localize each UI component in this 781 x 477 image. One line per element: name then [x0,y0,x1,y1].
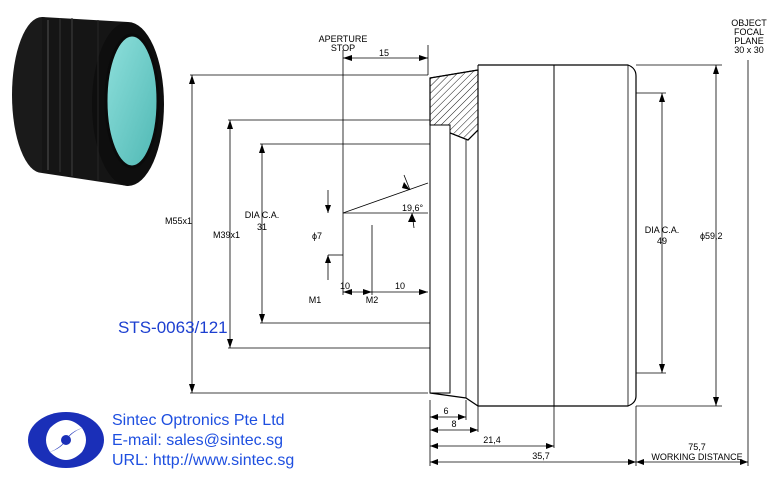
sintec-logo-icon [28,412,104,468]
dim-21-4: 21,4 [483,435,501,445]
company-email[interactable]: E-mail: sales@sintec.sg [112,432,283,449]
object-plane-label-2: FOCAL [734,27,764,37]
dim-10b: 10 [395,281,405,291]
object-plane-label-1: OBJECT [731,18,767,28]
dim-35-7: 35,7 [532,451,550,461]
dia-ca-left-label-2: 31 [257,222,267,232]
m1-label: M1 [309,295,322,305]
outline-left [190,45,430,394]
dim-15: 15 [379,48,389,58]
m55-label: M55x1 [165,216,192,226]
aperture-stop-label-2: STOP [331,43,355,53]
phi59-label: ϕ59,2 [700,231,723,241]
part-number: STS-0063/121 [118,318,228,337]
dia-ca-left-label-1: DIA C.A. [245,210,280,220]
company-url[interactable]: URL: http://www.sintec.sg [112,452,295,469]
lens-photo [12,17,164,186]
lens-glass [106,35,158,167]
angle-label: 19,6° [402,203,424,213]
company-name: Sintec Optronics Pte Ltd [112,412,285,429]
m39-label: M39x1 [213,230,240,240]
dim-10a: 10 [340,281,350,291]
dim-8: 8 [451,419,456,429]
dia-ca-right-label-1: DIA C.A. [645,225,680,235]
dia-ca-right-label-2: 49 [657,236,667,246]
m2-label: M2 [366,295,379,305]
lens-body [429,64,637,407]
object-plane-label-3: PLANE [734,36,764,46]
arrowheads-right [430,65,748,465]
phi7-label: ϕ7 [312,231,322,241]
aperture-stop-label-1: APERTURE [319,34,368,44]
dim-6: 6 [443,406,448,416]
arrowheads-left [189,55,428,393]
working-distance-label: WORKING DISTANCE [651,452,742,462]
dim-75-7: 75,7 [688,442,706,452]
object-plane-label-4: 30 x 30 [734,45,764,55]
